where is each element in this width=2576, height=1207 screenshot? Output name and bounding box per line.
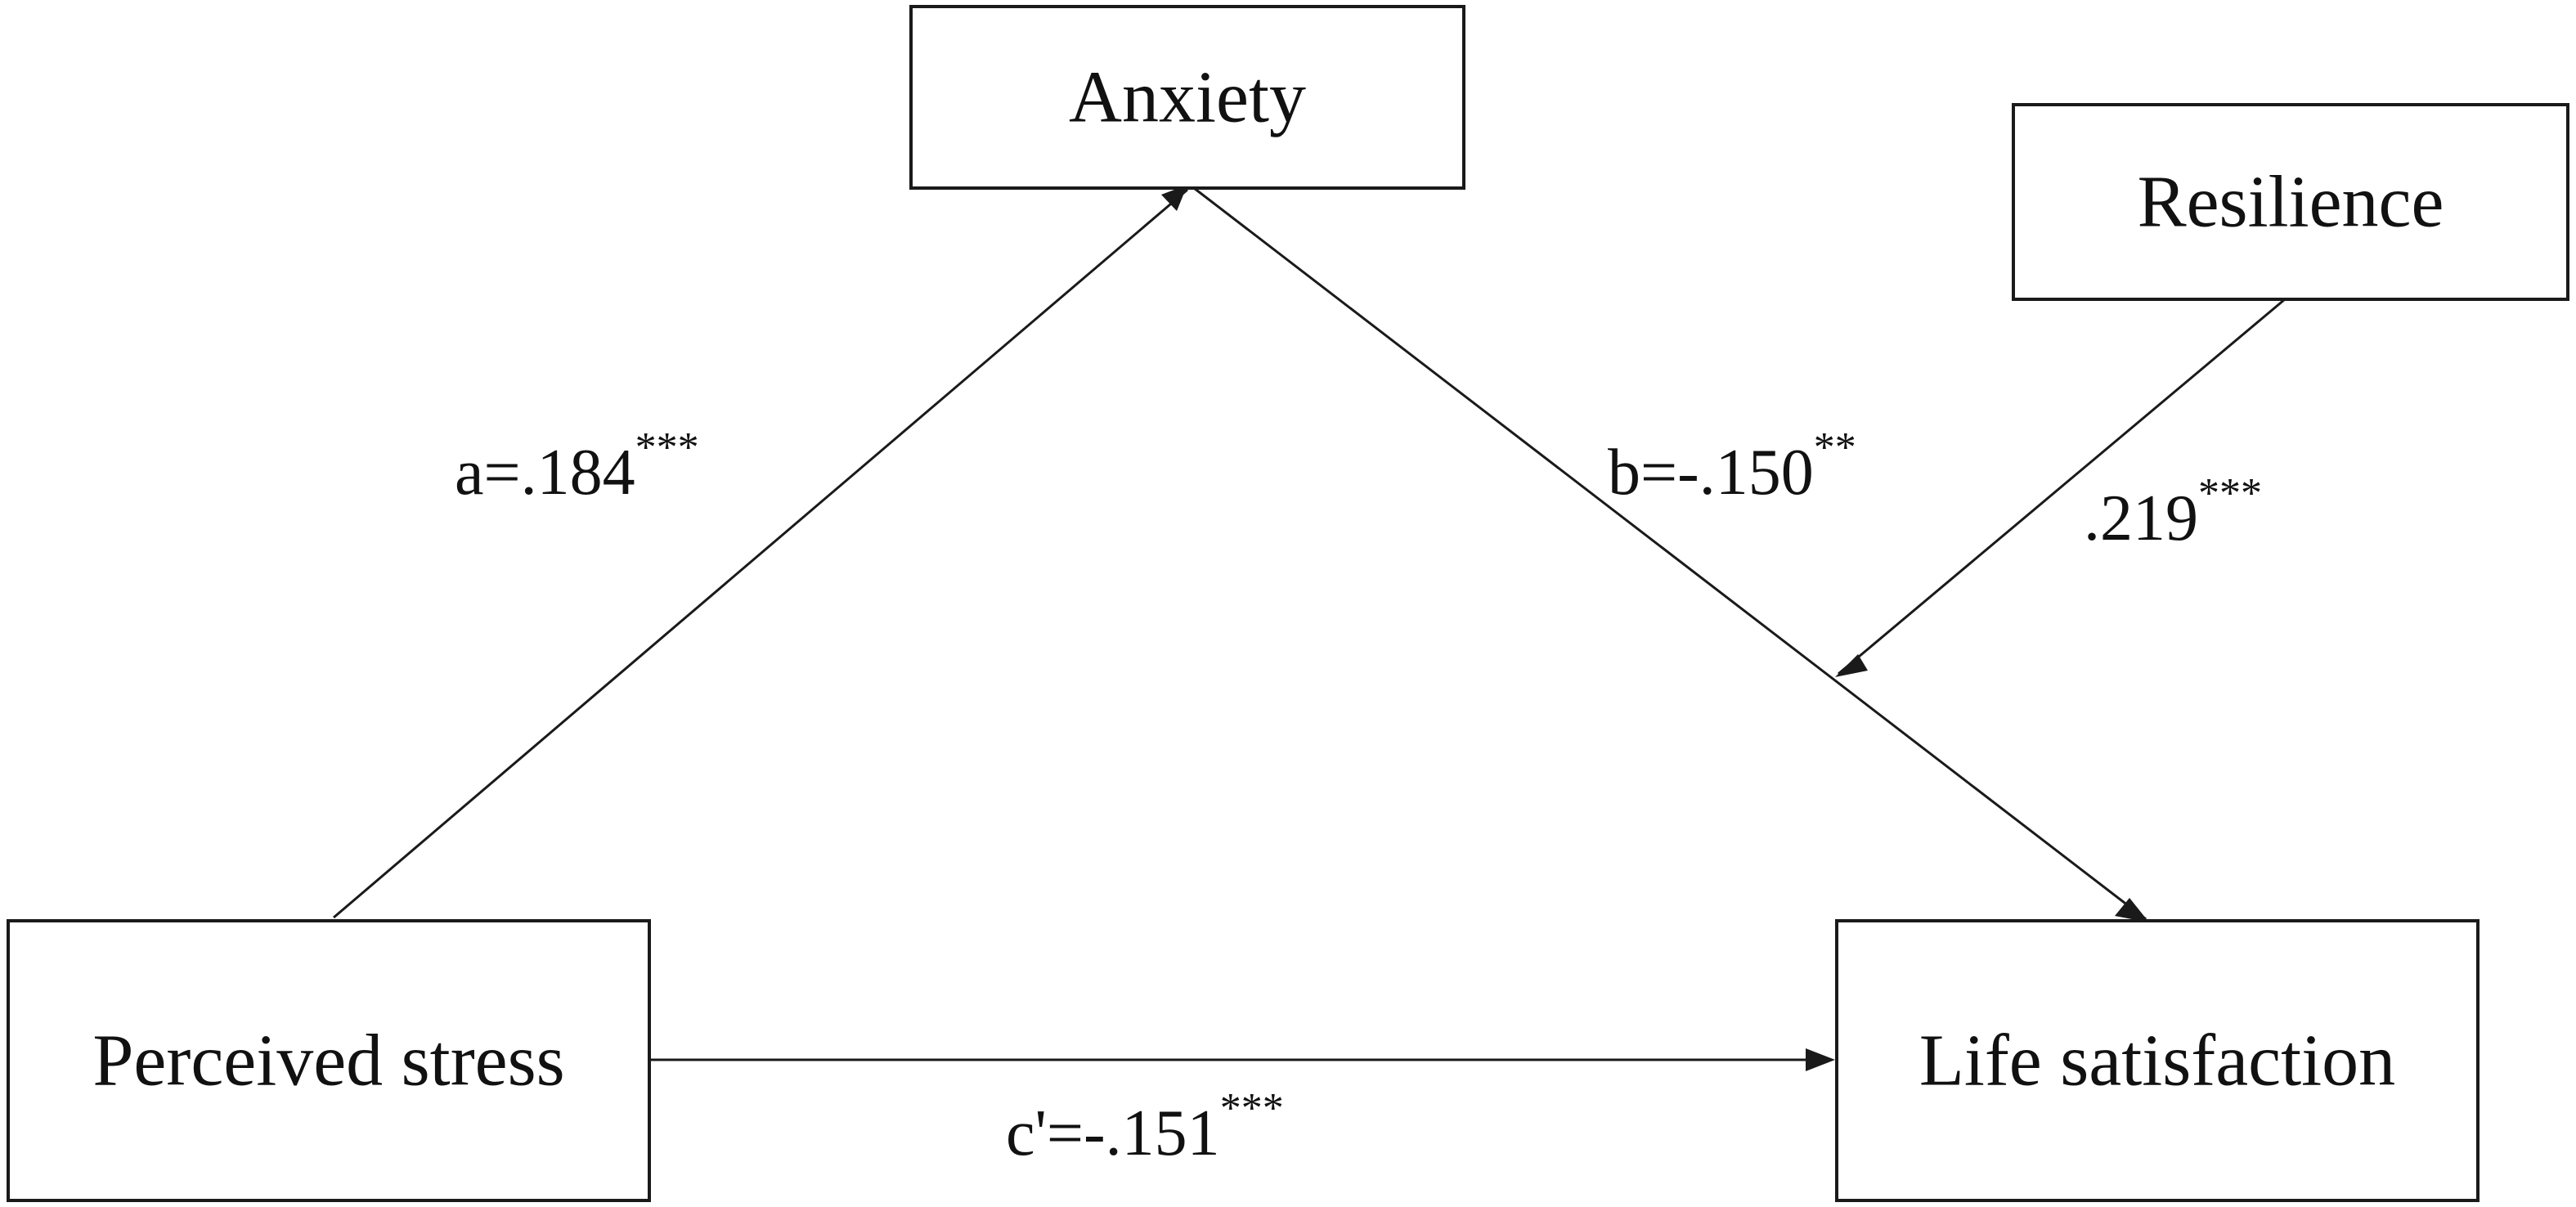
path-b-coefficient: b=-.150**	[1608, 424, 1856, 509]
node-perceived-stress: Perceived stress	[7, 919, 651, 1202]
node-perceived-stress-label: Perceived stress	[92, 1021, 564, 1102]
node-resilience: Resilience	[2012, 103, 2569, 301]
moderation-line	[1838, 298, 2286, 675]
path-a-line	[333, 188, 1188, 919]
path-b-significance: **	[1814, 424, 1856, 471]
moderation-coefficient: .219***	[2084, 470, 2262, 554]
path-b-value: b=-.150	[1608, 437, 1814, 509]
path-c-prime-coefficient: c'=-.151***	[1006, 1085, 1284, 1169]
path-b-arrowhead	[2115, 898, 2149, 922]
moderation-arrowhead	[1835, 654, 1868, 677]
moderation-value: .219	[2084, 482, 2198, 554]
path-c-prime-value: c'=-.151	[1006, 1097, 1220, 1169]
path-a-coefficient: a=.184***	[455, 424, 699, 509]
path-b-line	[1193, 186, 2147, 921]
node-anxiety-label: Anxiety	[1069, 57, 1306, 138]
path-a-value: a=.184	[455, 437, 635, 509]
node-life-satisfaction: Life satisfaction	[1835, 919, 2480, 1202]
node-life-satisfaction-label: Life satisfaction	[1919, 1021, 2395, 1102]
path-c-prime-arrowhead	[1806, 1048, 1835, 1071]
moderation-significance: ***	[2198, 470, 2262, 517]
path-a-significance: ***	[635, 424, 699, 471]
node-resilience-label: Resilience	[2138, 162, 2444, 243]
path-a-arrowhead	[1161, 185, 1187, 211]
node-anxiety: Anxiety	[909, 5, 1465, 190]
path-c-prime-significance: ***	[1220, 1085, 1284, 1132]
